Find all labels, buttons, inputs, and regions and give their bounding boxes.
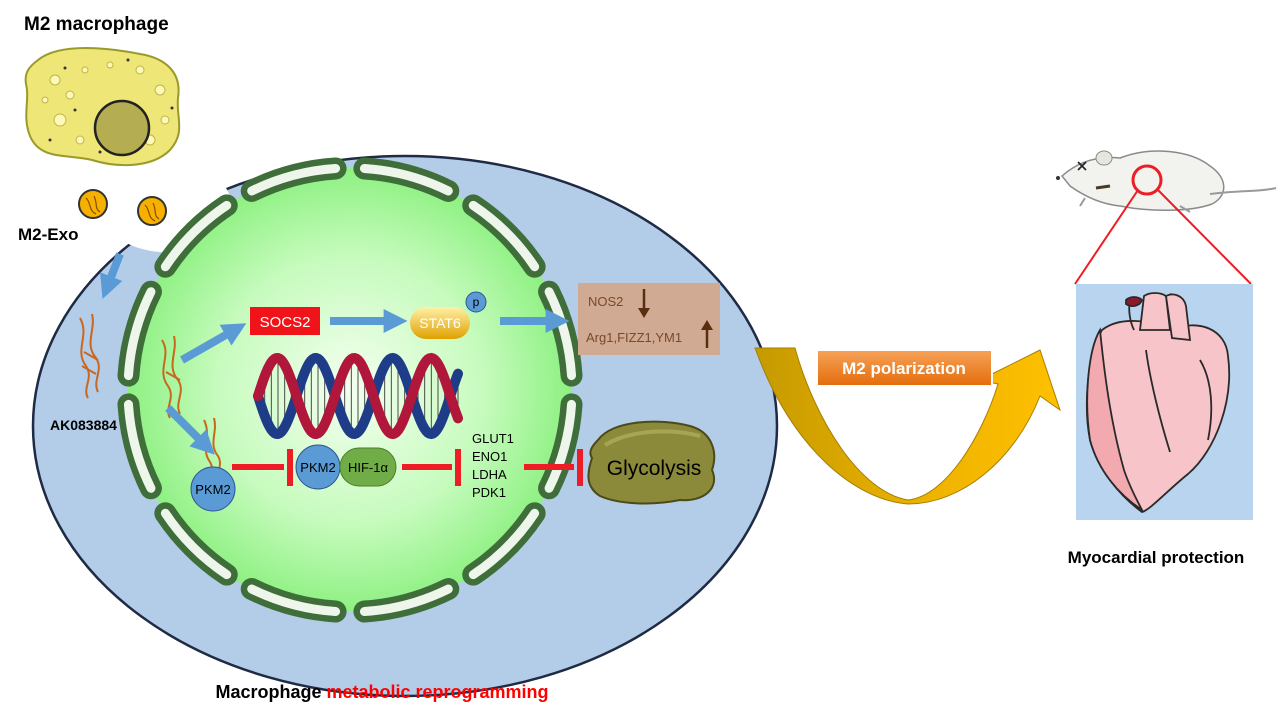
envelope-segment-highlight (160, 200, 232, 272)
m2-macrophage-title: M2 macrophage (24, 14, 169, 35)
myocardial-protection-label: Myocardial protection (1068, 548, 1245, 567)
envelope-segment-highlight (359, 584, 453, 617)
nos2-label: NOS2 (588, 294, 623, 309)
hif1a-label: HIF-1α (348, 460, 389, 475)
polarization-swoosh-arrow (754, 347, 1061, 505)
m2-marker-box (578, 283, 720, 355)
lncrna-ak083884-icon (79, 313, 100, 399)
dna-strand-red (253, 352, 463, 440)
gene-pdk1: PDK1 (472, 485, 506, 500)
mouse-icon (1056, 150, 1277, 213)
arg1-fizz1-ym1-label: Arg1,FIZZ1,YM1 (586, 330, 682, 345)
inhibition-marks (232, 449, 583, 486)
m2-polarization-label: M2 polarization (842, 359, 966, 378)
dna-strand-blue (253, 352, 463, 440)
gene-eno1: ENO1 (472, 449, 507, 464)
zoom-lines (1074, 189, 1252, 285)
envelope-segment-highlight (359, 163, 453, 196)
phospho-badge (465, 291, 487, 313)
envelope-segment-highlight (123, 399, 156, 493)
pkm2-left-circle (190, 466, 236, 512)
arrow-to-pkm2 (165, 405, 215, 455)
ak083884-label: AK083884 (50, 417, 117, 433)
gene-ldha: LDHA (472, 467, 507, 482)
m2-exo-label: M2-Exo (18, 225, 78, 244)
pkm2-left-label: PKM2 (195, 482, 230, 497)
exosome-icons (78, 189, 167, 226)
stat6-pill (410, 307, 470, 339)
envelope-segment-highlight (468, 200, 540, 272)
pkm2-complex-label: PKM2 (300, 460, 335, 475)
dna-helix-icon (253, 352, 463, 440)
hif1a-pill (339, 447, 397, 487)
phospho-label: p (473, 295, 480, 309)
m2-macrophage-icon (24, 47, 181, 167)
envelope-segment-highlight (468, 508, 540, 580)
socs2-box (250, 307, 320, 335)
nucleus (128, 168, 572, 612)
heart-icon (1086, 292, 1230, 513)
caption: Macrophage metabolic reprogramming (215, 682, 548, 702)
envelope-segment-highlight (247, 584, 341, 617)
gene-glut1: GLUT1 (472, 431, 514, 446)
heart-location-circle (1131, 164, 1163, 196)
envelope-segment-highlight (123, 287, 156, 381)
m2-polarization-box (816, 349, 993, 387)
stat6-label: STAT6 (419, 315, 461, 331)
glycolysis-label: Glycolysis (607, 457, 702, 480)
envelope-segment-highlight (247, 163, 341, 196)
uptake-arrow (100, 252, 124, 299)
socs2-label: SOCS2 (260, 314, 311, 331)
envelope-segment-highlight (160, 508, 232, 580)
arrow-to-socs2 (180, 323, 247, 364)
envelope-segment-highlight (544, 399, 577, 493)
glycolysis-blob (587, 420, 716, 505)
caption-prefix: Macrophage (215, 682, 326, 702)
caption-highlight: metabolic reprogramming (326, 682, 548, 702)
